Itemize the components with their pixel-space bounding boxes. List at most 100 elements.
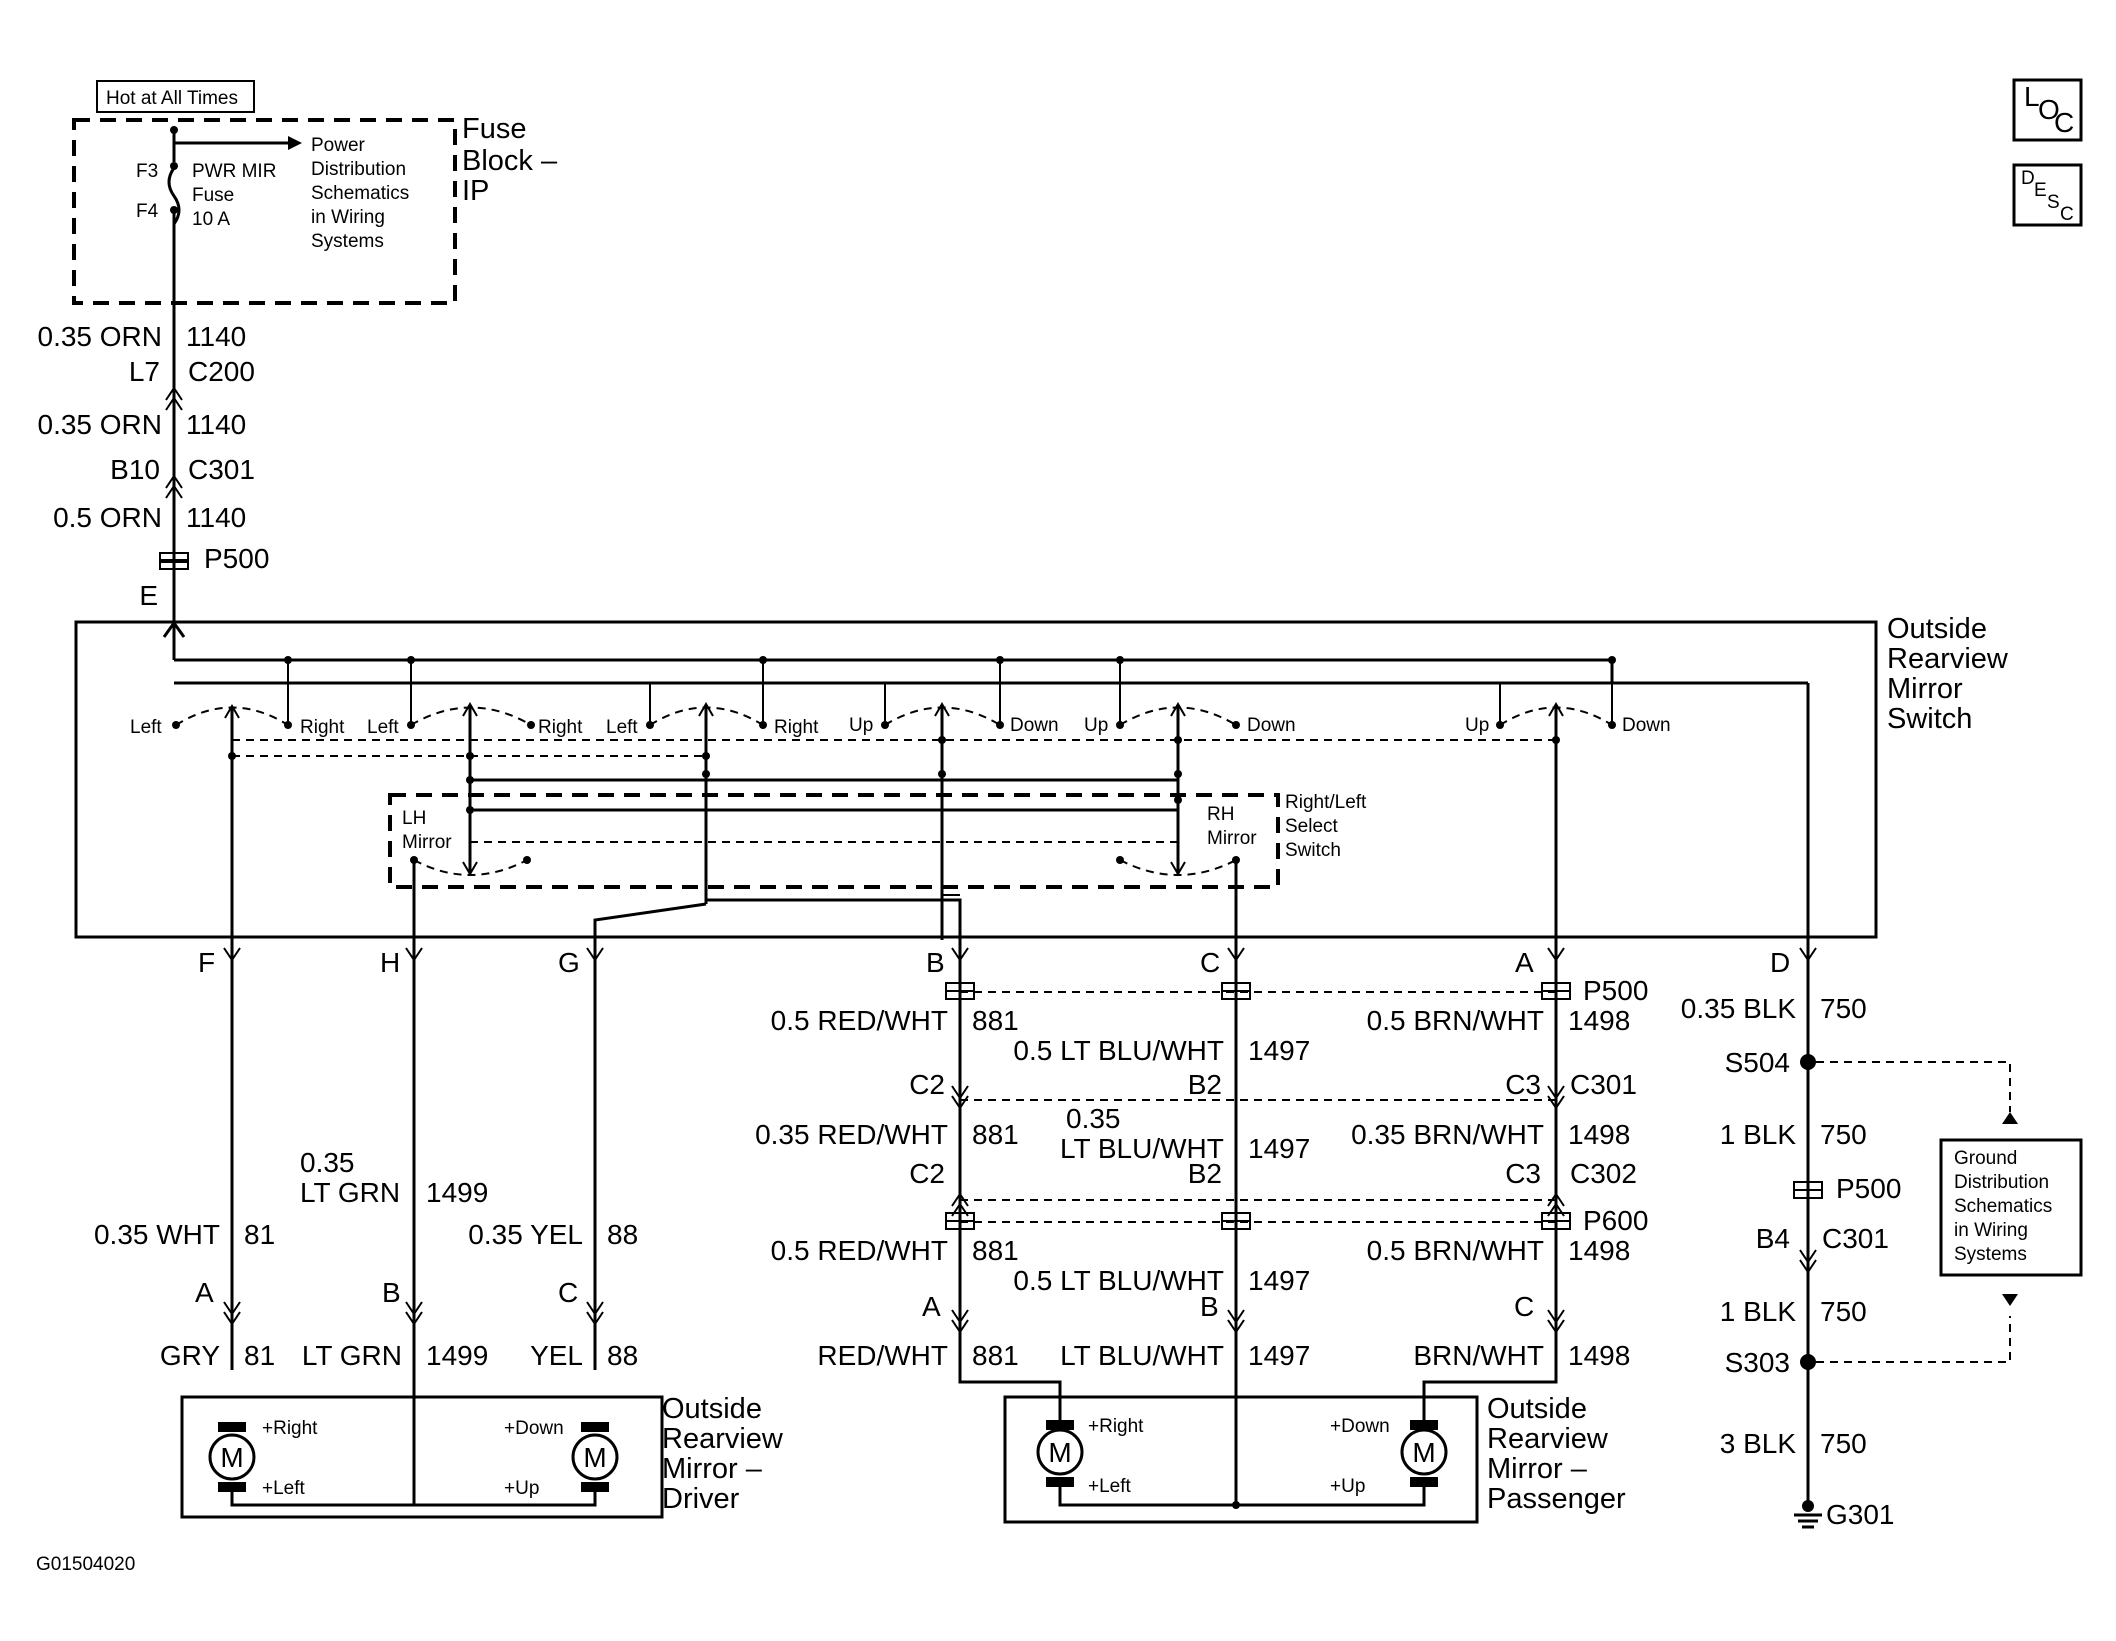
svg-text:A: A [922,1291,941,1322]
svg-text:L: L [2024,81,2040,112]
svg-text:IP: IP [462,175,489,207]
svg-text:B: B [382,1277,401,1308]
svg-text:D: D [2021,168,2035,189]
svg-text:in Wiring: in Wiring [311,207,385,228]
svg-text:1140: 1140 [186,321,246,352]
svg-text:G301: G301 [1826,1499,1895,1530]
svg-text:F3: F3 [136,161,158,182]
svg-text:LT BLU/WHT: LT BLU/WHT [1060,1133,1224,1164]
svg-text:M: M [583,1442,606,1473]
svg-text:Up: Up [1465,715,1489,736]
svg-text:81: 81 [244,1340,275,1371]
svg-text:0.35: 0.35 [1066,1103,1121,1134]
svg-text:1498: 1498 [1568,1340,1630,1371]
svg-text:Down: Down [1010,715,1059,736]
svg-text:Mirror –: Mirror – [662,1453,763,1485]
svg-text:F: F [198,947,215,978]
svg-text:C301: C301 [188,454,255,485]
svg-text:Distribution: Distribution [311,159,406,180]
loc-badge[interactable]: L O C [2012,78,2083,142]
svg-text:0.35 RED/WHT: 0.35 RED/WHT [755,1119,948,1150]
svg-text:1497: 1497 [1248,1340,1310,1371]
svg-text:+Down: +Down [504,1418,564,1439]
svg-text:Block –: Block – [462,145,558,177]
svg-text:PWR MIR: PWR MIR [192,161,276,182]
desc-badge[interactable]: D E S C [2012,163,2083,227]
ground-circuit: 0.35 BLK 750 S504 1 BLK 750 P500 B4 C301… [1681,940,2083,1530]
svg-text:0.5 BRN/WHT: 0.5 BRN/WHT [1367,1235,1544,1266]
svg-text:881: 881 [972,1005,1019,1036]
svg-text:A: A [195,1277,214,1308]
svg-text:YEL: YEL [530,1340,583,1371]
svg-text:C: C [2060,204,2074,225]
svg-text:Right: Right [538,717,583,738]
svg-text:881: 881 [972,1235,1019,1266]
svg-text:C: C [1200,947,1220,978]
svg-text:Left: Left [130,717,162,738]
svg-text:Rearview: Rearview [1887,643,2009,675]
svg-text:in Wiring: in Wiring [1954,1220,2028,1241]
mirror-switch: Outside Rearview Mirror Switch [74,613,2009,940]
svg-text:A: A [1515,947,1534,978]
svg-text:10 A: 10 A [192,209,230,230]
svg-text:M: M [1412,1437,1435,1468]
svg-text:RED/WHT: RED/WHT [817,1340,948,1371]
svg-text:0.5 BRN/WHT: 0.5 BRN/WHT [1367,1005,1544,1036]
svg-text:1498: 1498 [1568,1005,1630,1036]
svg-text:0.5 LT BLU/WHT: 0.5 LT BLU/WHT [1013,1035,1224,1066]
svg-text:O: O [2038,94,2060,125]
svg-text:0.5 RED/WHT: 0.5 RED/WHT [771,1235,948,1266]
driver-side-circuits: 0.35 WHT 81 0.35 LT GRN 1499 0.35 YEL 88… [94,940,638,1505]
svg-text:0.5 ORN: 0.5 ORN [53,502,162,533]
svg-text:LT BLU/WHT: LT BLU/WHT [1060,1340,1224,1371]
svg-text:1498: 1498 [1568,1235,1630,1266]
svg-text:C301: C301 [1822,1223,1889,1254]
svg-text:C301: C301 [1570,1069,1637,1100]
svg-text:+Right: +Right [262,1418,318,1439]
svg-text:Up: Up [849,715,873,736]
svg-text:1 BLK: 1 BLK [1720,1296,1797,1327]
svg-text:881: 881 [972,1340,1019,1371]
svg-text:0.35 BRN/WHT: 0.35 BRN/WHT [1351,1119,1544,1150]
svg-text:1497: 1497 [1248,1035,1310,1066]
svg-text:P500: P500 [204,543,269,574]
svg-text:1497: 1497 [1248,1265,1310,1296]
fuse-symbol [167,167,181,225]
hot-at-all-times-tag: Hot at All Times [96,80,255,113]
svg-text:+Down: +Down [1330,1416,1390,1437]
svg-text:Rearview: Rearview [662,1423,784,1455]
svg-text:P600: P600 [1583,1205,1648,1236]
svg-text:Power: Power [311,135,366,156]
svg-text:Left: Left [606,717,638,738]
svg-text:750: 750 [1820,993,1867,1024]
svg-text:0.35 BLK: 0.35 BLK [1681,993,1797,1024]
svg-text:3 BLK: 3 BLK [1720,1428,1797,1459]
svg-text:88: 88 [607,1219,638,1250]
svg-text:S: S [2047,192,2060,213]
svg-text:Left: Left [367,717,399,738]
svg-text:GRY: GRY [160,1340,220,1371]
svg-text:750: 750 [1820,1428,1867,1459]
svg-text:Rearview: Rearview [1487,1423,1609,1455]
hot-at-all-times-label: Hot at All Times [106,88,238,109]
svg-text:Switch: Switch [1285,840,1341,861]
svg-text:Driver: Driver [662,1483,740,1515]
svg-text:Systems: Systems [311,231,384,252]
svg-text:Mirror: Mirror [1207,828,1257,849]
svg-text:LT GRN: LT GRN [300,1177,400,1208]
svg-text:Mirror –: Mirror – [1487,1453,1588,1485]
svg-text:Outside: Outside [662,1393,762,1425]
feed-circuit-1140: 0.35 ORN 1140 L7 C200 0.35 ORN 1140 B10 … [38,210,269,638]
svg-text:B: B [926,947,945,978]
svg-text:0.35 ORN: 0.35 ORN [38,409,163,440]
svg-text:Right: Right [300,717,345,738]
passenger-mirror: M M +Right +Left +Down +Up Outside Rearv… [1003,1393,1626,1524]
svg-text:0.5 RED/WHT: 0.5 RED/WHT [771,1005,948,1036]
svg-text:1140: 1140 [186,409,246,440]
svg-text:1497: 1497 [1248,1133,1310,1164]
svg-text:M: M [220,1442,243,1473]
svg-text:L7: L7 [129,356,160,387]
passenger-motor-2 [1400,1428,1448,1476]
svg-text:P500: P500 [1583,975,1648,1006]
